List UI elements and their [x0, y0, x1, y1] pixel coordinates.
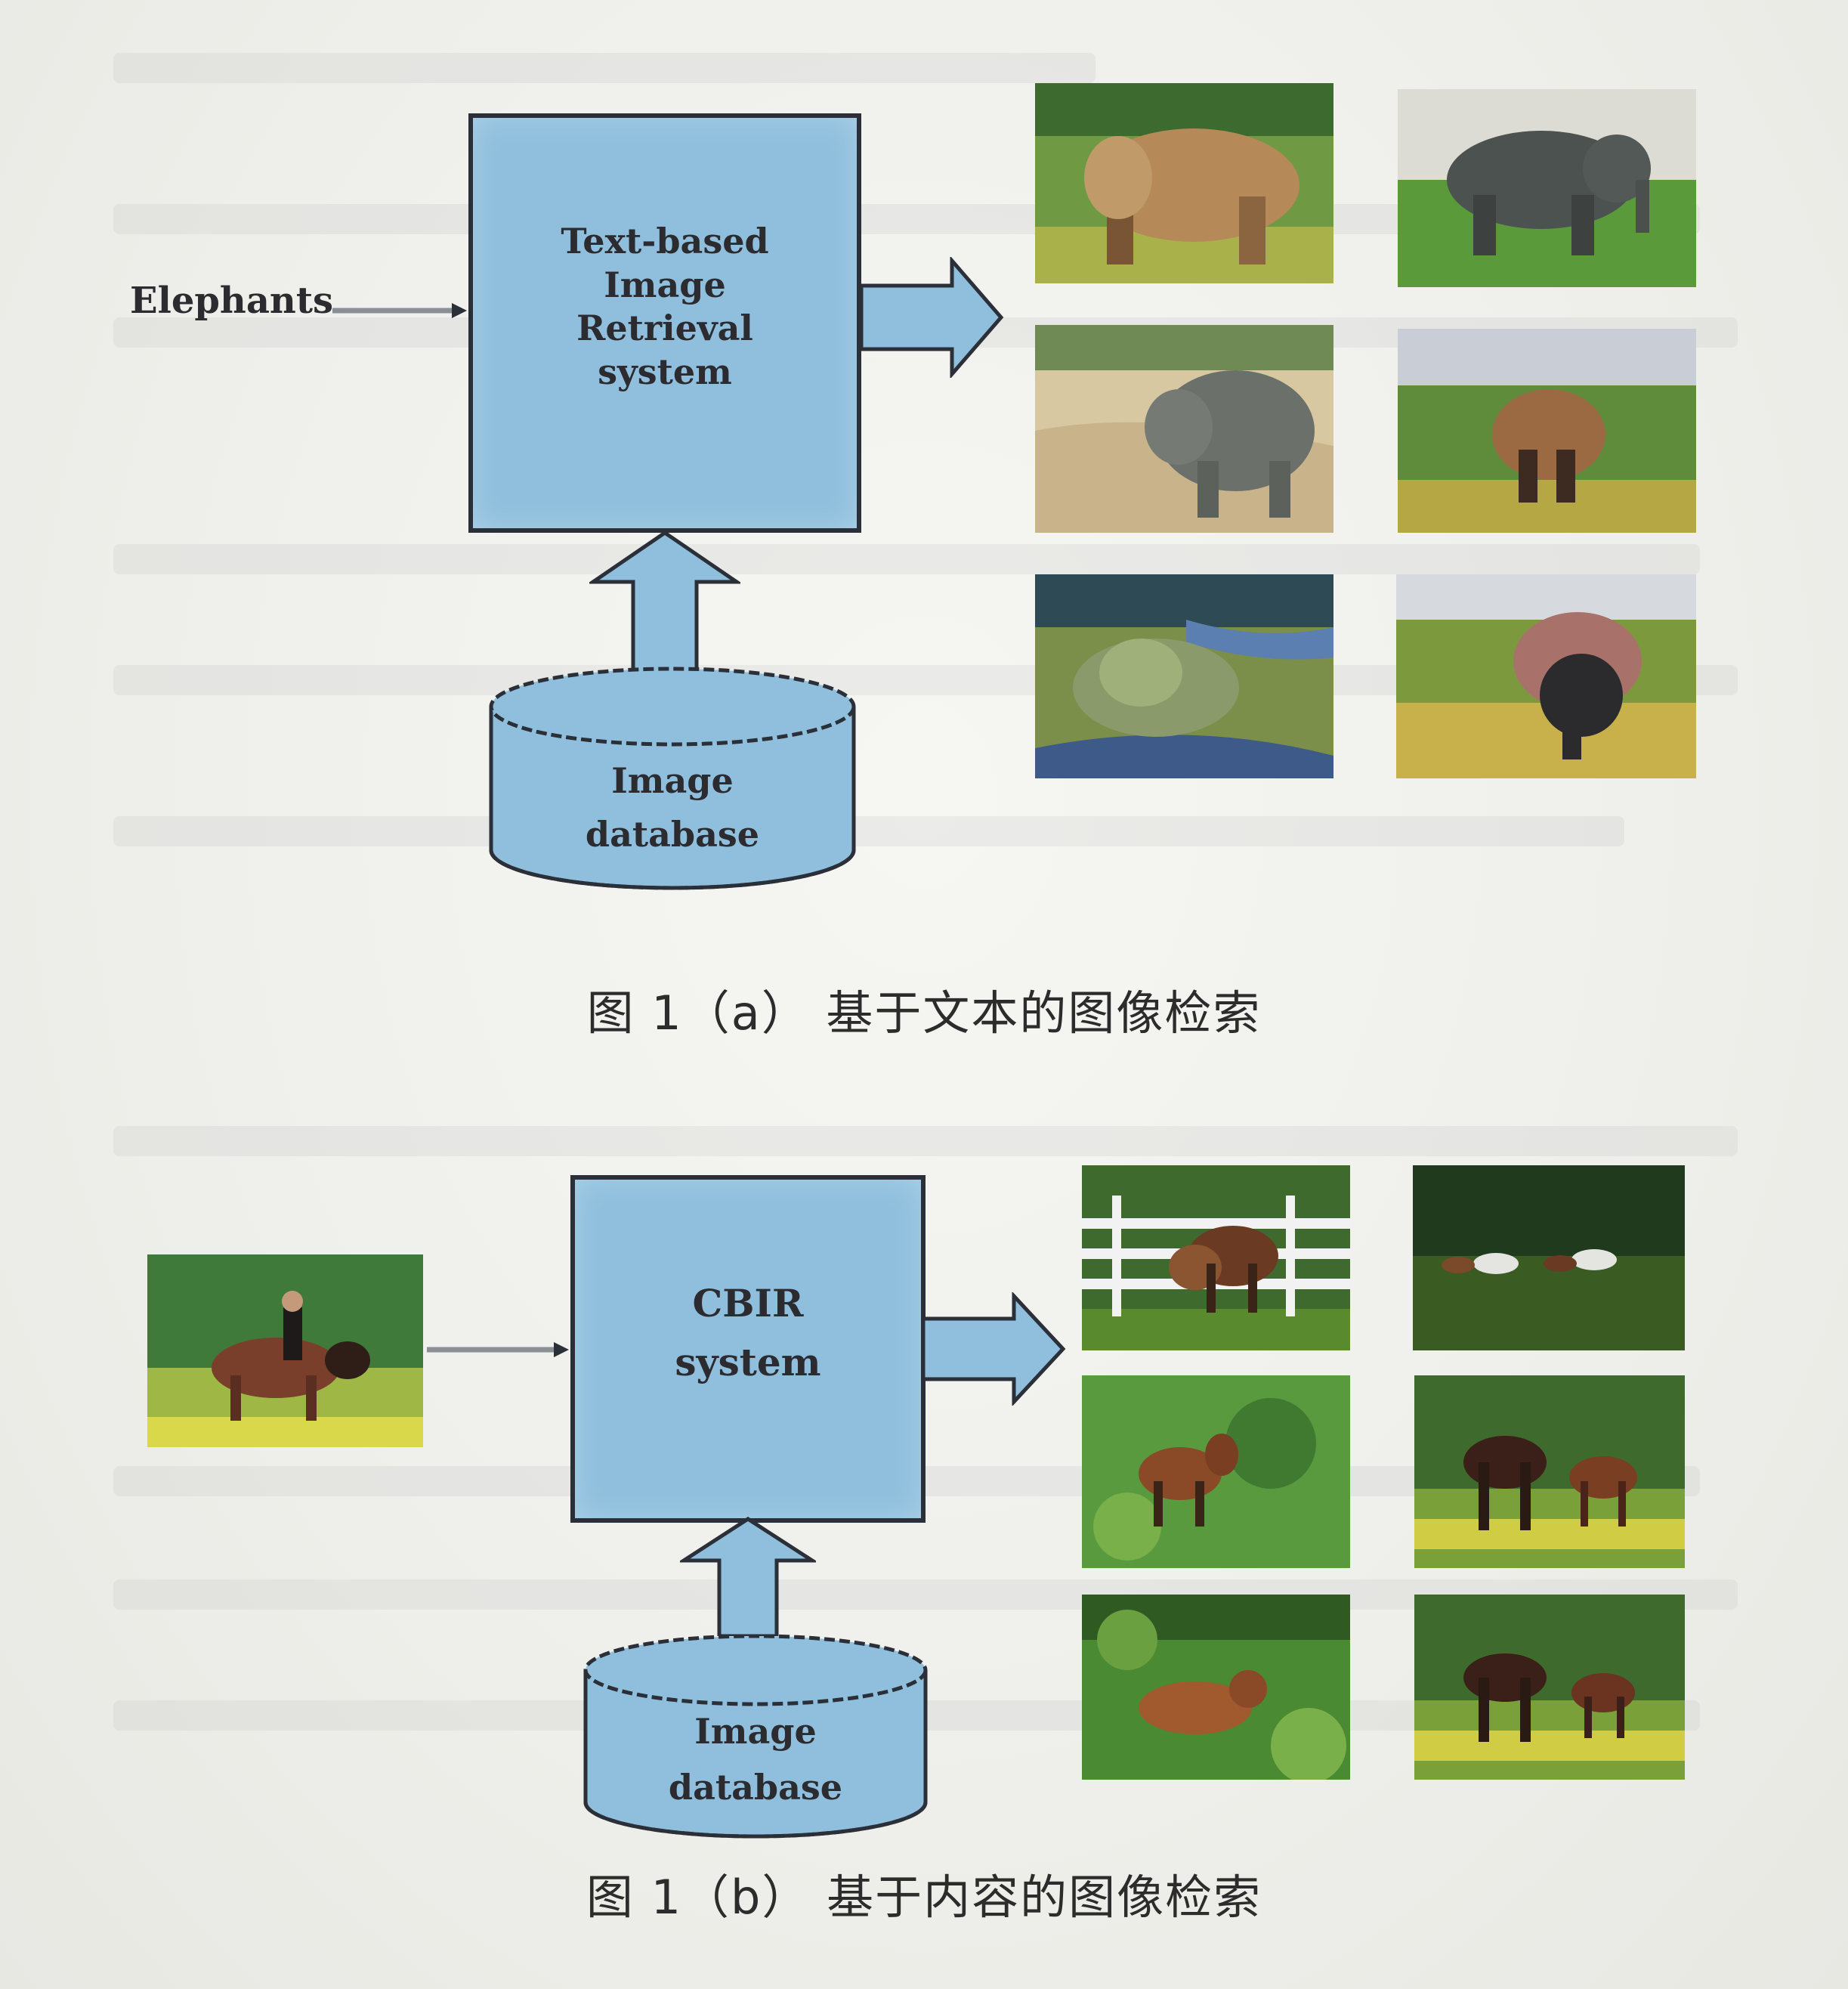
- bleed-through-line: [113, 816, 1624, 846]
- database-to-system-arrow: [680, 1515, 816, 1636]
- system-label: Text-based Image Retrieval system: [561, 221, 769, 392]
- cbir-system-box: CBIR system: [570, 1175, 926, 1523]
- result-image: [1398, 89, 1696, 287]
- database-label: Image database: [668, 1711, 843, 1808]
- result-image: [1082, 1375, 1350, 1568]
- horse-photo: [1414, 1375, 1685, 1568]
- result-image: [1035, 574, 1333, 778]
- elephant-photo: [1035, 574, 1333, 778]
- image-database-cylinder: Image database: [582, 1632, 929, 1840]
- result-image: [1035, 325, 1333, 533]
- result-image: [1398, 329, 1696, 533]
- figure-content-based-retrieval: CBIR system Image database: [0, 1073, 1848, 1989]
- image-database-cylinder: Image database: [487, 665, 858, 892]
- query-text-label: Elephants: [130, 280, 334, 322]
- text-based-retrieval-system-box: Text-based Image Retrieval system: [468, 113, 861, 533]
- query-arrow: [332, 299, 468, 323]
- figure-text-based-retrieval: Elephants Text-based Image Retrieval sys…: [0, 0, 1848, 1041]
- bleed-through-line: [113, 544, 1700, 574]
- result-image: [1414, 1595, 1685, 1780]
- elephant-photo: [1035, 325, 1333, 533]
- elephant-photo: [1396, 574, 1696, 778]
- result-image: [1413, 1165, 1685, 1350]
- result-image: [1414, 1375, 1685, 1568]
- output-arrow: [861, 257, 1005, 378]
- horse-photo: [1082, 1375, 1350, 1568]
- result-image: [1396, 574, 1696, 778]
- figure-caption: 图 1（a） 基于文本的图像检索: [586, 985, 1262, 1041]
- elephant-photo: [1398, 329, 1696, 533]
- figure-caption: 图 1（b） 基于内容的图像检索: [586, 1870, 1262, 1925]
- horse-with-rider-photo: [147, 1254, 423, 1447]
- bleed-through-line: [113, 1126, 1738, 1156]
- horse-photo: [1082, 1595, 1350, 1780]
- horse-photo: [1414, 1595, 1685, 1780]
- query-arrow: [427, 1338, 570, 1362]
- horse-photo: [1413, 1165, 1685, 1350]
- system-label: CBIR system: [675, 1281, 821, 1384]
- result-image: [1035, 83, 1333, 283]
- database-label: Image database: [585, 760, 760, 855]
- bleed-through-line: [113, 53, 1096, 83]
- output-arrow: [923, 1292, 1067, 1406]
- elephant-photo: [1035, 83, 1333, 283]
- result-image: [1082, 1595, 1350, 1780]
- horse-photo: [1082, 1165, 1350, 1350]
- result-image: [1082, 1165, 1350, 1350]
- query-image: [147, 1254, 423, 1447]
- elephant-photo: [1398, 89, 1696, 287]
- database-to-system-arrow: [589, 529, 740, 673]
